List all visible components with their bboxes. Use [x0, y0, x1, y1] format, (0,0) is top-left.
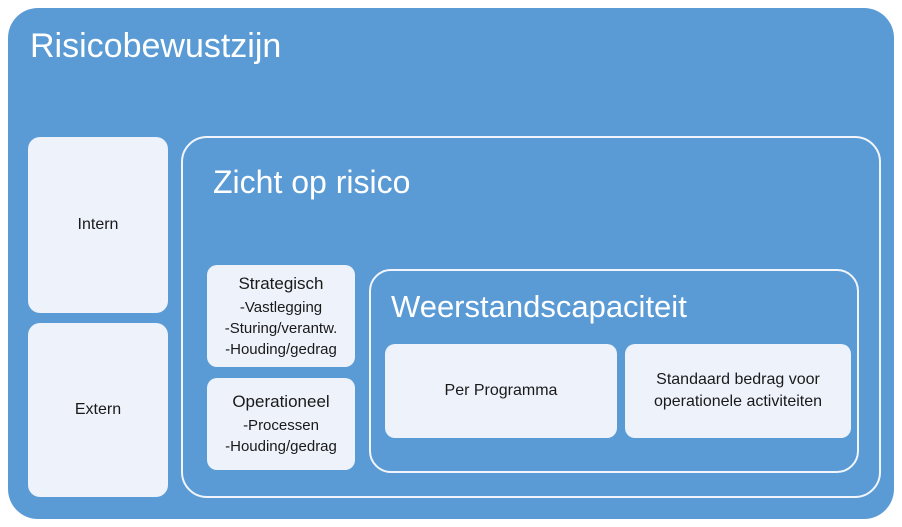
weerstand-box-standaard-bedrag-line-2: operationele activiteiten	[653, 393, 823, 410]
zicht-op-risico-title: Zicht op risico	[213, 164, 411, 200]
weerstandscapaciteit-title: Weerstandscapaciteit	[391, 289, 687, 324]
side-box-intern: Intern	[28, 137, 168, 313]
zicht-op-risico-container: Zicht op risico Strategisch -Vastlegging…	[181, 136, 881, 498]
level-box-operationeel-heading: Operationeel	[232, 392, 330, 411]
weerstand-box-per-programma: Per Programma	[385, 344, 617, 438]
level-box-strategisch-item-2: -Sturing/verantw.	[224, 319, 338, 337]
weerstand-box-standaard-bedrag-line-1: Standaard bedrag voor	[656, 371, 820, 388]
level-box-strategisch-item-1: -Vastlegging	[239, 298, 323, 316]
weerstandscapaciteit-container: Weerstandscapaciteit Per Programma Stand…	[369, 269, 859, 473]
level-box-strategisch-heading: Strategisch	[238, 273, 324, 293]
level-box-operationeel-item-1: -Processen	[243, 417, 319, 434]
side-box-extern: Extern	[28, 323, 168, 497]
weerstand-box-per-programma-line-1: Per Programma	[444, 382, 558, 399]
page-title: Risicobewustzijn	[30, 27, 282, 65]
weerstand-box-standaard-bedrag: Standaard bedrag voor operationele activ…	[625, 344, 851, 438]
level-box-strategisch: Strategisch -Vastlegging -Sturing/verant…	[207, 265, 355, 367]
level-box-strategisch-item-3: -Houding/gedrag	[225, 340, 337, 358]
side-box-intern-label: Intern	[77, 216, 119, 233]
risicobewustzijn-container: Risicobewustzijn Intern Extern Zicht op …	[8, 8, 894, 519]
side-box-extern-label: Extern	[74, 401, 122, 418]
level-box-operationeel-item-2: -Houding/gedrag	[225, 438, 337, 455]
level-box-operationeel: Operationeel -Processen -Houding/gedrag	[207, 378, 355, 470]
